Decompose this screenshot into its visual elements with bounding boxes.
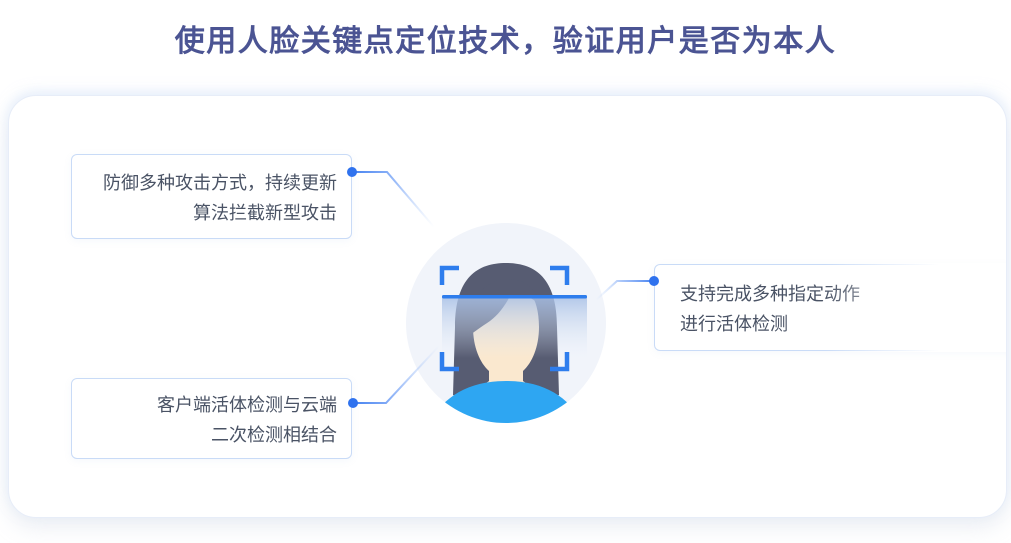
- connector-lines: [352, 171, 654, 404]
- callout-client-cloud-line-2: 二次检测相结合: [211, 425, 337, 445]
- face-detection-brackets-icon: [439, 265, 570, 372]
- scan-line-icon: [442, 295, 587, 299]
- page-title: 使用人脸关键点定位技术，验证用户是否为本人: [174, 25, 837, 58]
- connector-line-right: [595, 280, 654, 301]
- callout-liveness-line-2: 进行活体检测: [680, 314, 788, 334]
- connector-line-top-left: [352, 171, 435, 228]
- callout-liveness-line-1: 支持完成多种指定动作: [680, 284, 860, 304]
- face-scan-illustration: [406, 223, 606, 423]
- connector-dot-bottom-left: [348, 398, 358, 408]
- callout-client-cloud-line-1: 客户端活体检测与云端: [157, 395, 337, 415]
- female-avatar-icon: [406, 223, 606, 423]
- callout-attack-defense-line-2: 算法拦截新型攻击: [193, 203, 337, 223]
- avatar-shirt: [421, 381, 591, 423]
- scan-gradient-band: [442, 297, 587, 358]
- callout-attack-defense: 防御多种攻击方式，持续更新 算法拦截新型攻击: [71, 154, 352, 239]
- connector-line-bottom-left: [353, 345, 440, 404]
- feature-card: 防御多种攻击方式，持续更新 算法拦截新型攻击 客户端活体检测与云端 二次检测相结…: [8, 95, 1007, 518]
- connector-dot-right: [649, 276, 659, 286]
- callout-attack-defense-line-1: 防御多种攻击方式，持续更新: [103, 173, 337, 193]
- callout-client-cloud-detection: 客户端活体检测与云端 二次检测相结合: [71, 378, 352, 459]
- callout-liveness-actions: 支持完成多种指定动作 进行活体检测: [654, 263, 1006, 352]
- connector-dot-top-left: [347, 167, 357, 177]
